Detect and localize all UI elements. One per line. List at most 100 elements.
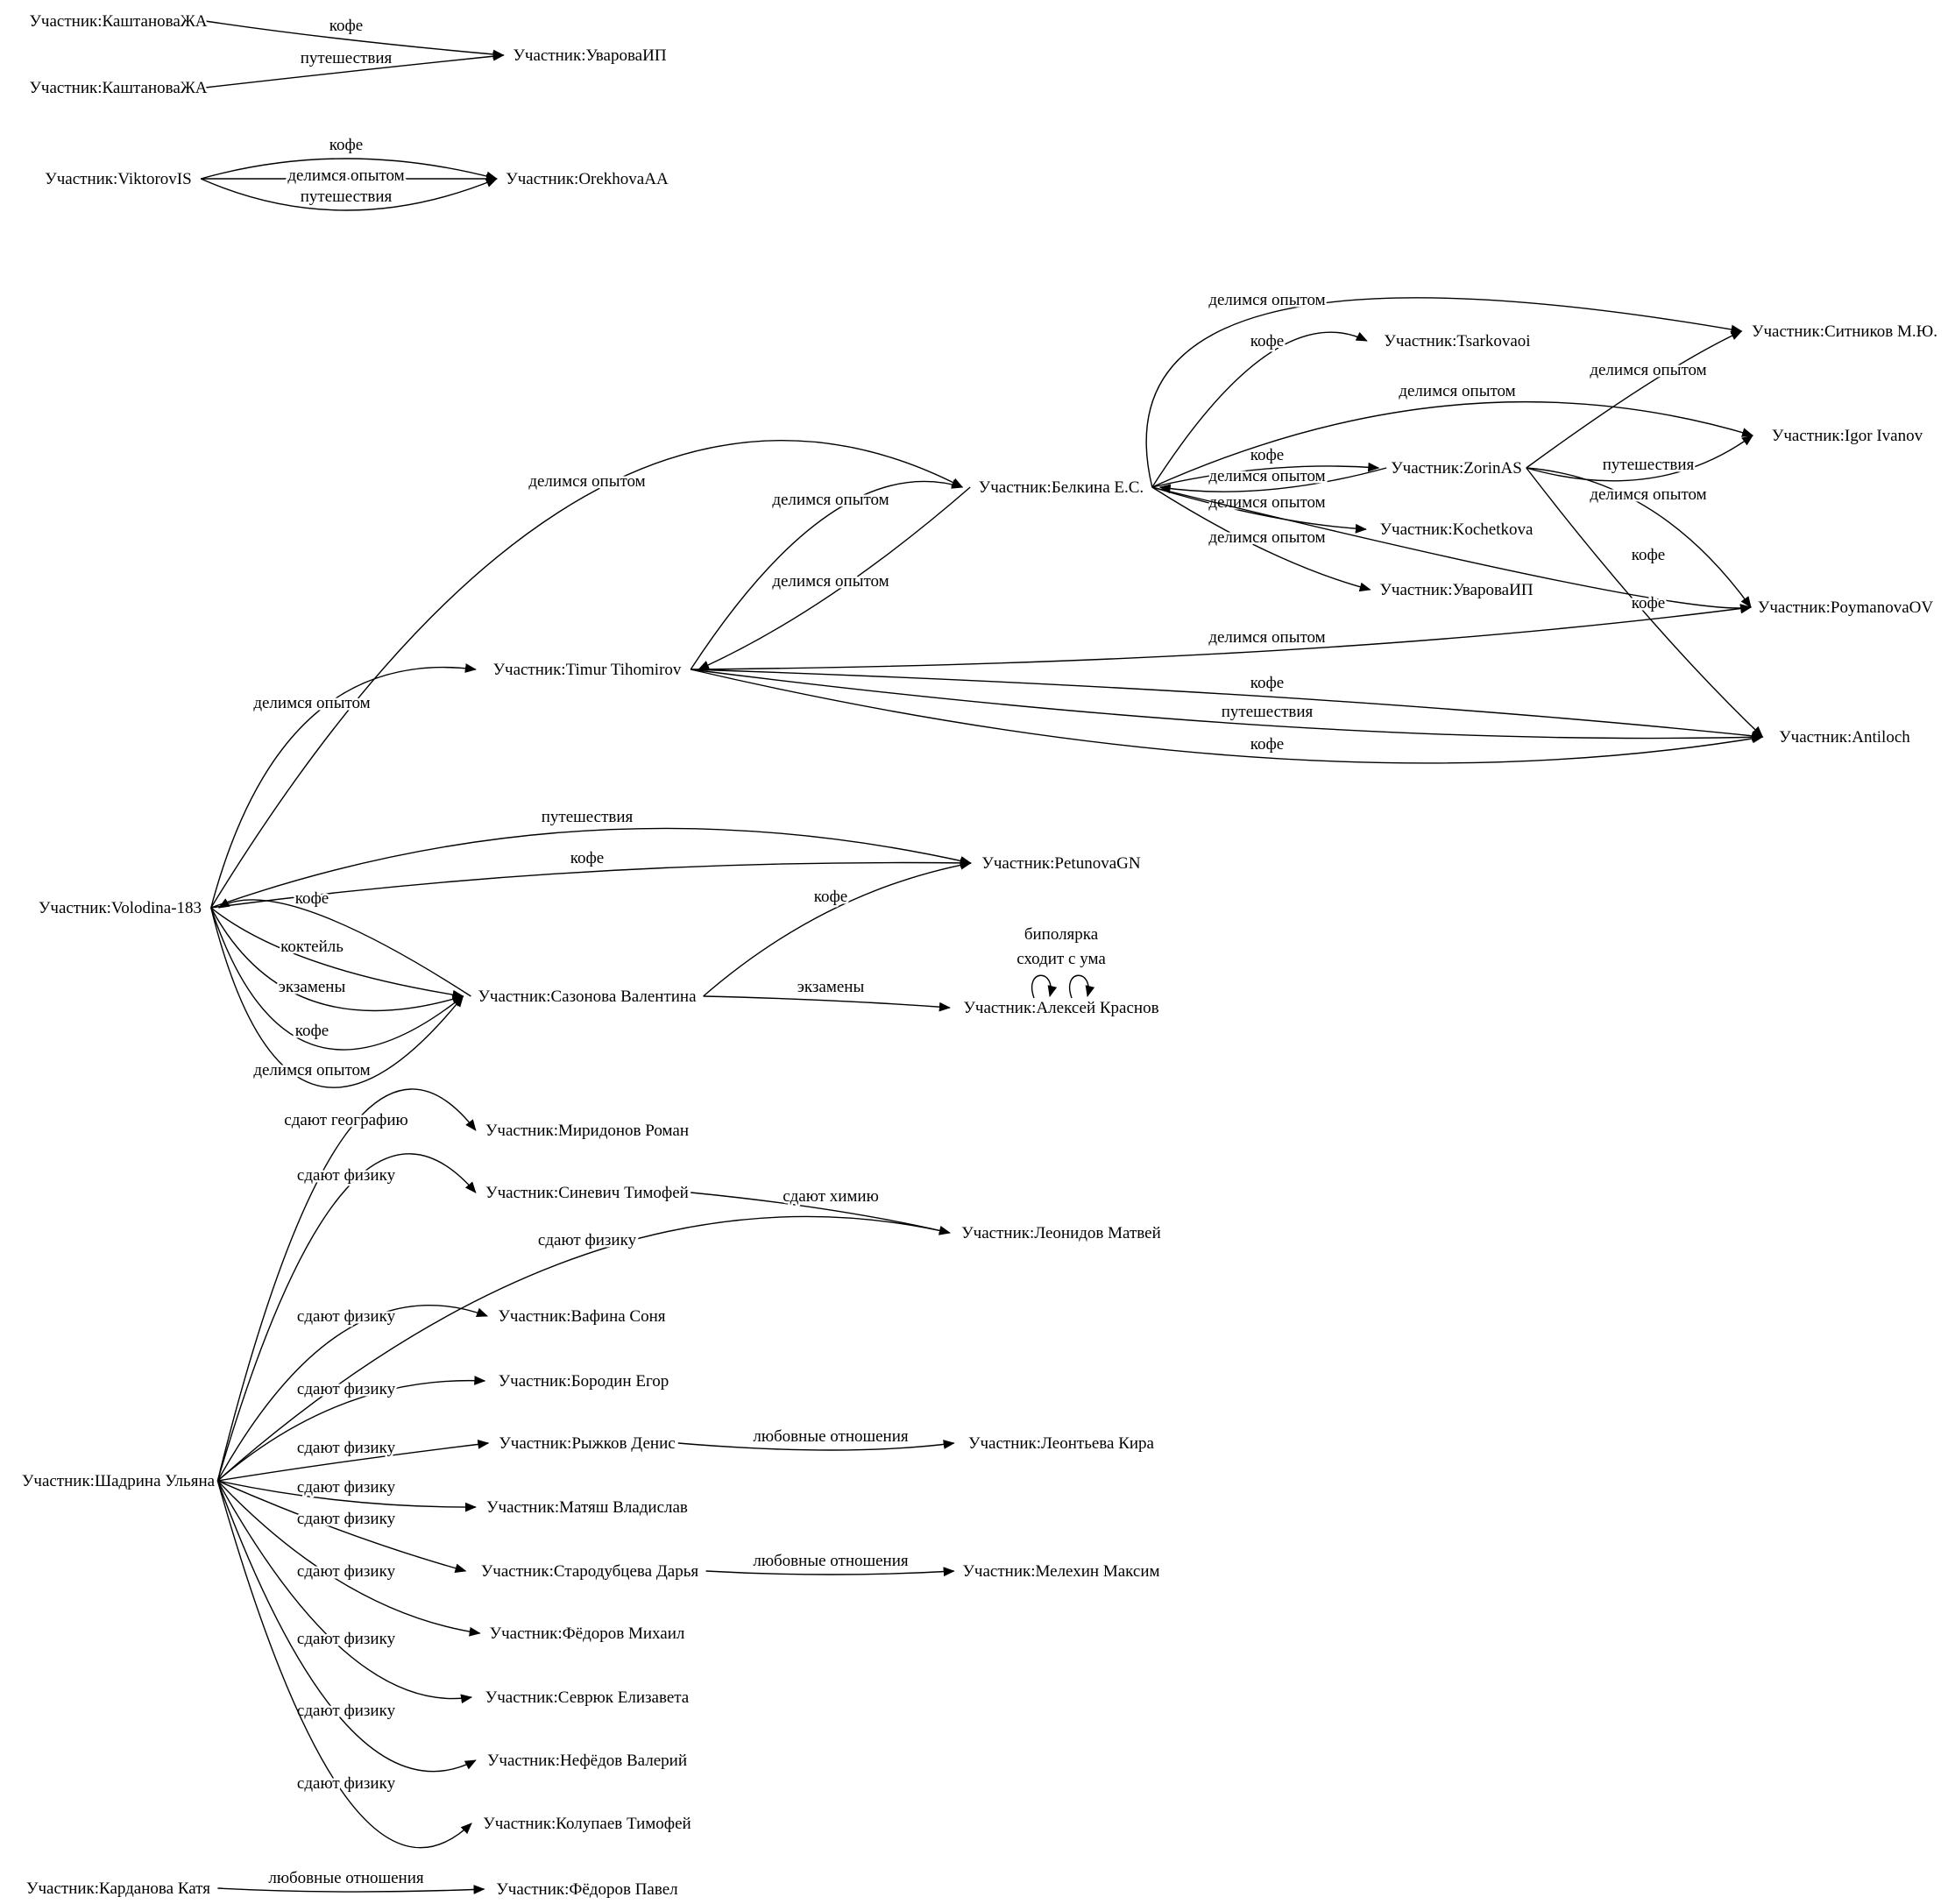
graph-edge-label: экзамены (279, 978, 346, 996)
graph-node-label: Участник:Мелехин Максим (962, 1562, 1159, 1581)
graph-edge-path (1526, 467, 1752, 608)
graph-edge-path (1145, 297, 1743, 488)
graph-edge-path (216, 1305, 489, 1482)
graph-edge-path (1526, 467, 1764, 738)
graph-node-label: Участник:Миридонов Роман (485, 1122, 689, 1140)
graph-edge-label: путешествия (542, 808, 634, 826)
graph-edge-path (204, 20, 505, 60)
graph-edge-label: делимся опытом (1399, 382, 1515, 400)
graph-edge-path (1151, 486, 1753, 614)
graph-edge-label: делимся опытом (1208, 528, 1325, 547)
graph-edge-label: коктейль (280, 938, 344, 956)
graph-edge-label: любовные отношения (753, 1552, 909, 1570)
graph-edge-path (703, 860, 972, 997)
graph-edge-label: экзамены (797, 978, 865, 996)
graph-edge-label: делимся опытом (772, 491, 889, 509)
graph-edge-path (200, 178, 498, 211)
graph-edge-label: сдают физику (297, 1439, 396, 1457)
graph-edge-label: кофе (1250, 674, 1285, 692)
graph-edge-path (691, 669, 1764, 764)
graph-edge-path (210, 907, 464, 1000)
graph-edge-label: сходит с ума (1017, 950, 1106, 968)
graph-edge-path (217, 1480, 477, 1512)
graph-edge-path (217, 1480, 467, 1574)
graph-edge-label: кофе (814, 888, 848, 906)
graph-edge-label: сдают физику (297, 1510, 396, 1528)
graph-edge-path (216, 1480, 472, 1849)
graph-edge-label: кофе (295, 889, 329, 908)
graph-edge-path (210, 858, 972, 909)
graph-edge-path (1151, 400, 1754, 488)
graph-node-label: Участник:ZorinAS (1391, 459, 1522, 478)
graph-edge-path (210, 663, 477, 909)
graph-node-label: Участник:Стародубцева Дарья (481, 1562, 699, 1581)
graph-edge-path (217, 898, 471, 997)
graph-edge-path (691, 604, 1753, 670)
graph-edge-path (691, 669, 1764, 741)
graph-edge-path (1151, 486, 1367, 534)
graph-edge-path (204, 51, 505, 88)
graph-edge-path (210, 440, 964, 909)
graph-edge-label: кофе (1250, 735, 1285, 754)
graph-edge-path (677, 1440, 955, 1451)
graph-edge-path (201, 158, 498, 181)
graph-edge-label: сдают физику (538, 1231, 637, 1249)
graph-edge-path (691, 669, 1764, 742)
graph-node-label: Участник:OrekhovaAA (506, 170, 669, 188)
graph-node-label: Участник:Kochetkova (1380, 520, 1534, 539)
graph-edge-path (210, 907, 464, 1051)
graph-edge-label: сдают физику (297, 1562, 396, 1581)
graph-edge-path (210, 907, 464, 1012)
graph-edge-label: делимся опытом (528, 472, 645, 491)
graph-edge-label: делимся опытом (1590, 361, 1706, 379)
graph-node-label: Участник:Ситников М.Ю. (1752, 322, 1937, 341)
graph-node-label: Участник:Фёдоров Павел (496, 1880, 678, 1899)
graph-edge-label: биполярка (1024, 925, 1099, 944)
graph-node-label: Участник:КаштановаЖА (29, 79, 207, 97)
graph-edge-label: сдают географию (284, 1111, 407, 1129)
graph-edge-label: кофе (1250, 332, 1285, 350)
graph-edge-label: любовные отношения (753, 1427, 909, 1446)
graph-edge-path (1151, 462, 1380, 488)
graph-edge-path (210, 827, 972, 909)
graph-edge-label: кофе (329, 17, 364, 35)
graph-edge-label: делимся опытом (253, 694, 370, 712)
graph-node-label: Участник:Timur Tihomirov (493, 661, 682, 679)
graph-node-label: Участник:Antiloch (1779, 728, 1910, 747)
graph-edge-label: сдают химию (783, 1187, 879, 1206)
graph-node-label: Участник:Леонтьева Кира (968, 1434, 1155, 1453)
graph-node-label: Участник:Вафина Соня (498, 1307, 665, 1326)
graph-edge-label: любовные отношения (268, 1869, 424, 1887)
graph-node-label: Участник:Леонидов Матвей (961, 1224, 1161, 1242)
graph-edge-label: делимся опытом (253, 1061, 370, 1079)
graph-edge-label: кофе (295, 1022, 329, 1040)
graph-edge-label: сдают физику (297, 1380, 396, 1398)
graph-edge-label: путешествия (301, 188, 393, 206)
graph-node-label: Участник:ViktorovIS (45, 170, 191, 188)
graph-edge-path (216, 1480, 481, 1637)
graph-edge-path (1069, 974, 1095, 999)
graph-edge-path (1031, 974, 1058, 999)
graph-edge-label: кофе (1250, 446, 1285, 464)
graph-node-label: Участник:Карданова Катя (26, 1879, 210, 1898)
graph-edge-label: сдают физику (297, 1478, 396, 1497)
graph-node-label: Участник:Белкина Е.С. (979, 478, 1144, 497)
graph-edge-path (1158, 467, 1387, 494)
graph-edge-path (217, 1440, 490, 1482)
graph-node-label: Участник:Нефёдов Валерий (487, 1752, 687, 1770)
graph-edge-path (1526, 330, 1743, 469)
graph-edge-label: делимся опытом (1590, 485, 1706, 504)
graph-edge-path (703, 995, 951, 1012)
graph-edge-path (216, 1480, 477, 1773)
graph-node-label: Участник:Сазонова Валентина (478, 987, 697, 1006)
graph-node-label: Участник:Алексей Краснов (963, 999, 1158, 1017)
graph-edge-path (1151, 486, 1371, 592)
graph-node-label: Участник:Севрюк Елизавета (485, 1688, 690, 1707)
graph-edge-label: делимся опытом (1208, 467, 1325, 485)
graph-edge-label: делимся опытом (1208, 291, 1325, 309)
graph-node-label: Участник:Volodina-183 (39, 899, 202, 917)
graph-edge-path (216, 1088, 477, 1482)
